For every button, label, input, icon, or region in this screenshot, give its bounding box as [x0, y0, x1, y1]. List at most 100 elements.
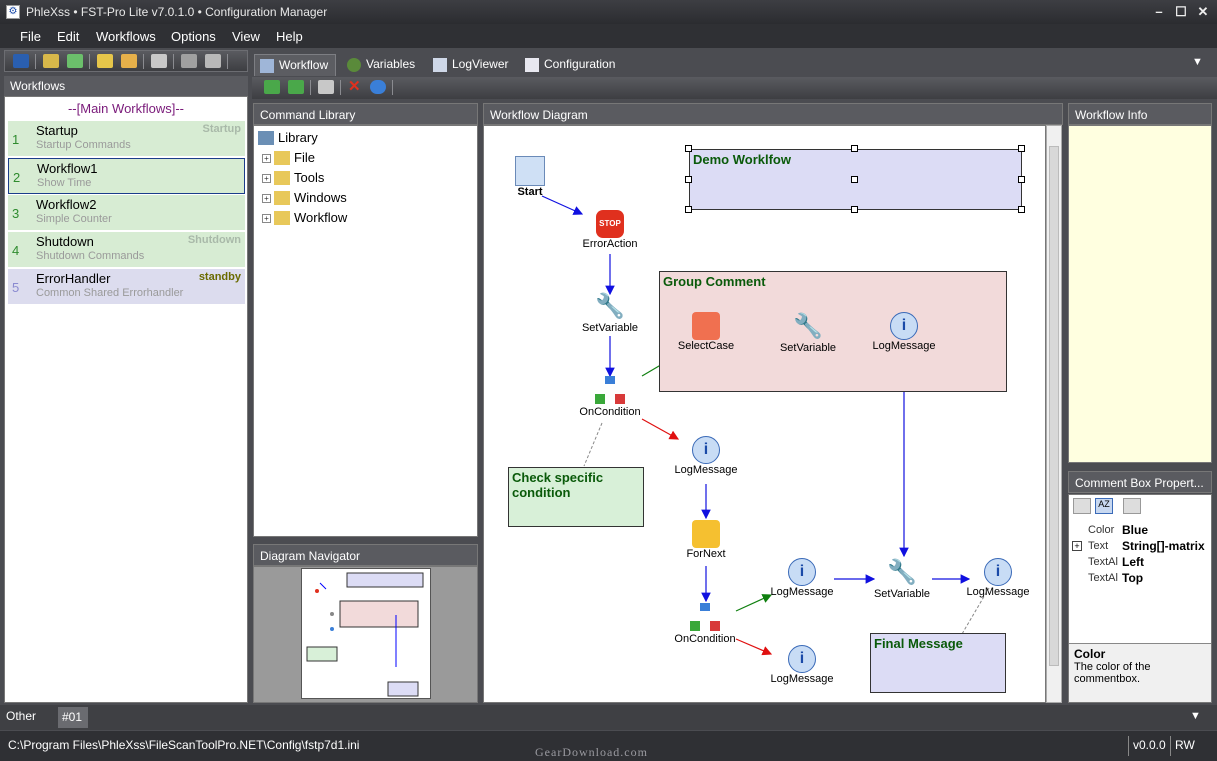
menu-options[interactable]: Options: [171, 29, 216, 44]
property-row-text[interactable]: + Text String[]-matrix: [1069, 539, 1211, 555]
node-logmessage-1[interactable]: i LogMessage: [872, 312, 936, 352]
tab-variables[interactable]: Variables: [342, 54, 421, 76]
workflow-item-startup[interactable]: 1 Startup Startup Commands Startup: [8, 121, 245, 157]
add-workflow-icon[interactable]: [67, 54, 83, 68]
resize-handle[interactable]: [1018, 176, 1025, 183]
sort-alpha-icon[interactable]: AZ: [1095, 498, 1113, 514]
workflow-number: 1: [12, 132, 20, 147]
property-help: Color The color of the commentbox.: [1069, 643, 1211, 702]
expand-icon[interactable]: +: [262, 214, 271, 223]
menu-bar: File Edit Workflows Options View Help: [0, 24, 1217, 48]
workflow-item-workflow2[interactable]: 3 Workflow2 Simple Counter: [8, 195, 245, 231]
tab-configuration[interactable]: Configuration: [520, 54, 621, 76]
workflow-number: 4: [12, 243, 20, 258]
tree-root-label: Library: [278, 130, 318, 145]
node-logmessage-2[interactable]: i LogMessage: [674, 436, 738, 476]
property-pages-icon[interactable]: [1123, 498, 1141, 514]
bottom-tabs: Other #01 ▼: [0, 705, 1217, 730]
resize-handle[interactable]: [685, 206, 692, 213]
resize-handle[interactable]: [685, 176, 692, 183]
menu-file[interactable]: File: [20, 29, 41, 44]
comment-check[interactable]: Check specific condition: [508, 467, 644, 527]
property-row-textalign-h[interactable]: TextAl Left: [1069, 555, 1211, 571]
expand-icon[interactable]: +: [262, 154, 271, 163]
tab-01[interactable]: #01: [58, 707, 88, 728]
workflow-number: 5: [12, 280, 20, 295]
delete-icon[interactable]: ✕: [348, 78, 361, 95]
help-text: The color of the commentbox.: [1074, 661, 1151, 685]
menu-help[interactable]: Help: [276, 29, 303, 44]
tab-other[interactable]: Other: [6, 709, 37, 723]
navigator-thumbnail[interactable]: [301, 568, 431, 699]
expand-icon[interactable]: +: [262, 194, 271, 203]
workflow-diagram-canvas[interactable]: Demo Worklfow Group Comment Check specif…: [483, 125, 1046, 703]
info-icon: i: [984, 558, 1012, 586]
node-label: OnCondition: [674, 633, 736, 645]
comment-final[interactable]: Final Message: [870, 633, 1006, 693]
node-start[interactable]: Start: [510, 156, 550, 198]
diagram-scrollbar[interactable]: [1046, 125, 1062, 703]
node-logmessage-5[interactable]: i LogMessage: [770, 645, 834, 685]
expand-icon[interactable]: +: [262, 174, 271, 183]
menu-edit[interactable]: Edit: [57, 29, 80, 44]
node-setvariable-3[interactable]: 🔧 SetVariable: [870, 558, 934, 600]
folder-arrow-icon[interactable]: [121, 54, 137, 68]
node-oncondition-2[interactable]: OnCondition: [672, 603, 738, 645]
maximize-button[interactable]: ☐: [1175, 4, 1187, 19]
menu-workflows[interactable]: Workflows: [96, 29, 156, 44]
save-icon[interactable]: [13, 54, 29, 68]
print-diagram-icon[interactable]: [318, 80, 334, 94]
tab-menu-chevron-icon[interactable]: ▼: [1192, 56, 1203, 68]
info-icon: i: [788, 645, 816, 673]
version-label: v0.0.0: [1128, 736, 1170, 756]
workflow-desc: Show Time: [37, 177, 92, 189]
bottom-menu-chevron-icon[interactable]: ▼: [1190, 710, 1201, 722]
expand-icon[interactable]: +: [1072, 541, 1082, 551]
close-button[interactable]: ✕: [1197, 4, 1209, 19]
resize-handle[interactable]: [685, 145, 692, 152]
edit-workflow-icon[interactable]: [43, 54, 59, 68]
stop-sign-icon: STOP: [596, 210, 624, 238]
tab-label: Variables: [366, 57, 416, 71]
menu-view[interactable]: View: [232, 29, 260, 44]
open-folder-icon[interactable]: [97, 54, 113, 68]
tab-workflow[interactable]: Workflow: [254, 54, 336, 76]
diagram-connectors: [541, 195, 990, 656]
resize-handle[interactable]: [851, 176, 858, 183]
export-icon[interactable]: [288, 80, 304, 94]
tab-logviewer[interactable]: LogViewer: [428, 54, 514, 76]
node-selectcase[interactable]: SelectCase: [674, 312, 738, 352]
resize-handle[interactable]: [851, 145, 858, 152]
node-label: LogMessage: [872, 340, 936, 352]
workflow-number: 2: [13, 170, 21, 185]
title-bar: ⚙ PhleXss • FST-Pro Lite v7.0.1.0 • Conf…: [0, 0, 1217, 24]
node-setvariable-1[interactable]: 🔧 SetVariable: [578, 292, 642, 334]
resize-handle[interactable]: [1018, 145, 1025, 152]
property-row-textalign-v[interactable]: TextAl Top: [1069, 571, 1211, 587]
tab-label: Workflow: [279, 58, 329, 72]
import-icon[interactable]: [264, 80, 280, 94]
refresh-icon[interactable]: [370, 80, 386, 94]
workflow-item-errorhandler[interactable]: 5 ErrorHandler Common Shared Errorhandle…: [8, 269, 245, 305]
node-erroraction[interactable]: STOP ErrorAction: [580, 210, 640, 250]
node-setvariable-2[interactable]: 🔧 SetVariable: [776, 312, 840, 354]
property-row-color[interactable]: Color Blue: [1069, 523, 1211, 539]
node-fornext[interactable]: ForNext: [674, 520, 738, 560]
node-logmessage-4[interactable]: i LogMessage: [966, 558, 1030, 598]
workflow-item-shutdown[interactable]: 4 Shutdown Shutdown Commands Shutdown: [8, 232, 245, 268]
main-tabs: Workflow Variables LogViewer Configurati…: [252, 50, 1217, 76]
minimize-button[interactable]: –: [1155, 4, 1163, 19]
resize-handle[interactable]: [851, 206, 858, 213]
node-logmessage-3[interactable]: i LogMessage: [770, 558, 834, 598]
gear-run-icon[interactable]: [181, 54, 197, 68]
node-label: LogMessage: [966, 586, 1030, 598]
node-oncondition-1[interactable]: OnCondition: [578, 376, 642, 418]
resize-handle[interactable]: [1018, 206, 1025, 213]
print-icon[interactable]: [151, 54, 167, 68]
workflow-item-workflow1[interactable]: 2 Workflow1 Show Time: [8, 158, 245, 194]
node-label: Start: [517, 186, 543, 198]
categorized-icon[interactable]: [1073, 498, 1091, 514]
gear-settings-icon[interactable]: [205, 54, 221, 68]
scrollbar-thumb[interactable]: [1049, 146, 1059, 666]
properties-header: Comment Box Propert...: [1068, 471, 1212, 493]
